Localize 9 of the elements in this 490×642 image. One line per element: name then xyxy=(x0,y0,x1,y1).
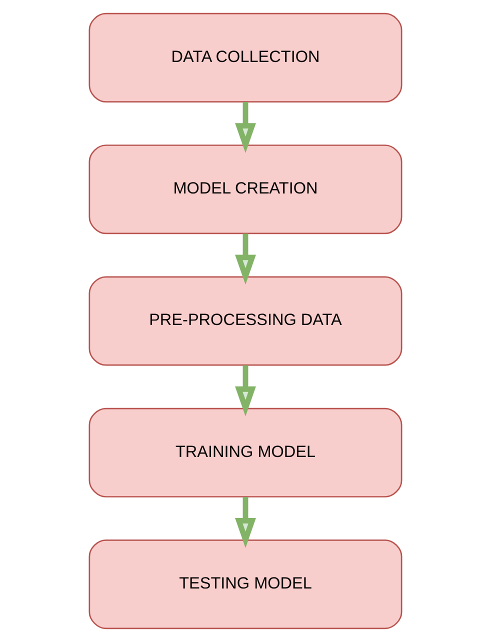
arrow xyxy=(234,365,256,416)
node-box: TESTING MODEL xyxy=(88,540,402,630)
node-box: DATA COLLECTION xyxy=(88,12,402,102)
arrow xyxy=(234,234,256,285)
node-box: TRAINING MODEL xyxy=(88,408,402,498)
node-box: MODEL CREATION xyxy=(88,144,402,234)
arrow xyxy=(234,102,256,154)
arrow xyxy=(234,496,256,548)
node-box: PRE-PROCESSING DATA xyxy=(88,276,402,366)
